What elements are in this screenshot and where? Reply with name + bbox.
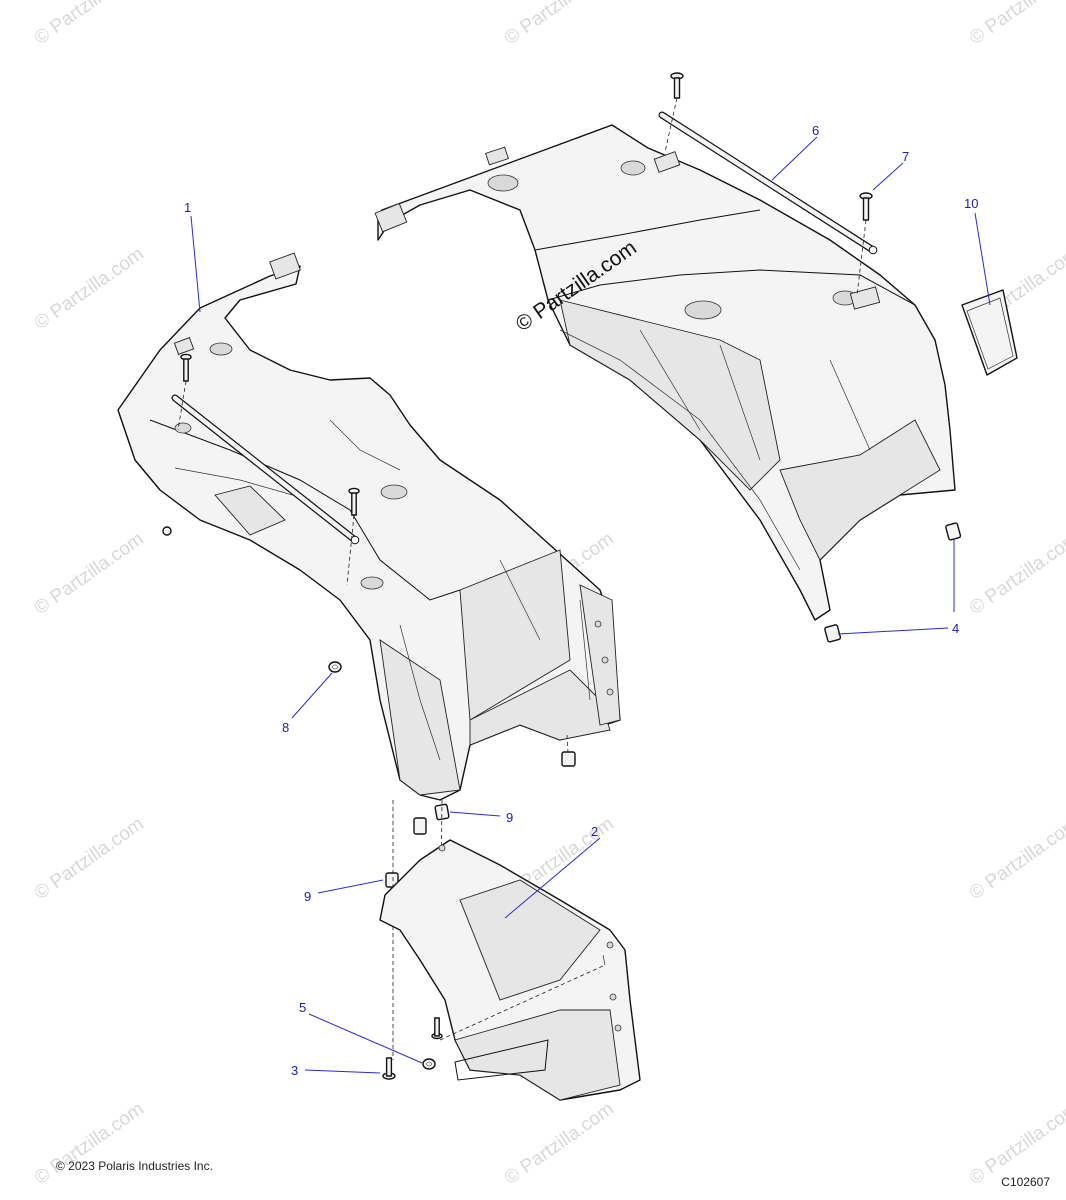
callout-9-upper[interactable]: 9 <box>506 810 513 825</box>
callout-1[interactable]: 1 <box>184 200 191 215</box>
nut-small <box>162 526 172 536</box>
callout-6[interactable]: 6 <box>812 123 819 138</box>
screw-lower-inner <box>431 1017 443 1040</box>
callout-9-lower[interactable]: 9 <box>304 889 311 904</box>
mount-hole <box>209 342 233 356</box>
clip-9-lower <box>385 872 399 888</box>
mount-hole <box>380 484 408 500</box>
screw-left-lower <box>346 487 360 586</box>
callout-4[interactable]: 4 <box>952 621 959 636</box>
screw-7 <box>856 192 873 296</box>
mount-hole <box>174 422 192 434</box>
clip-4-upper <box>945 522 962 541</box>
nut-5 <box>422 1058 436 1070</box>
callout-3[interactable]: 3 <box>291 1063 298 1078</box>
support-rod-left <box>171 394 360 545</box>
right-body-panel <box>374 124 956 621</box>
screw-3 <box>382 1057 396 1080</box>
lower-close-off-panel <box>379 839 641 1101</box>
callout-7[interactable]: 7 <box>902 149 909 164</box>
watermark: © Partzilla.com <box>31 0 148 49</box>
mount-hole <box>360 576 384 590</box>
support-rod-right <box>658 111 878 255</box>
clip-9-upper <box>434 803 450 821</box>
copyright-text: © 2023 Polaris Industries Inc. <box>56 1159 213 1173</box>
screw-left-upper <box>177 353 192 431</box>
callout-2[interactable]: 2 <box>591 824 598 839</box>
watermark: © Partzilla.com <box>966 813 1066 904</box>
clip-right-of-panel <box>561 751 576 767</box>
callout-5[interactable]: 5 <box>299 1000 306 1015</box>
callout-8[interactable]: 8 <box>282 720 289 735</box>
left-body-panel <box>117 252 621 801</box>
callout-labels: 1 2 3 4 5 6 7 8 9 9 10 <box>184 123 978 1078</box>
watermark: © Partzilla.com <box>966 0 1066 49</box>
diagram-code: C102607 <box>1001 1175 1050 1189</box>
watermark: © Partzilla.com <box>966 528 1066 619</box>
mount-hole <box>620 160 646 176</box>
leader-lines <box>190 136 991 1074</box>
screw-top <box>664 72 684 153</box>
mount-hole <box>684 300 722 320</box>
watermark: © Partzilla.com <box>31 813 148 904</box>
clip-4-lower <box>824 624 842 643</box>
watermark: © Partzilla.com <box>31 1098 148 1189</box>
clip-9-mid <box>413 817 427 835</box>
watermark: © Partzilla.com <box>31 528 148 619</box>
nut-8 <box>328 661 342 673</box>
watermark: © Partzilla.com <box>501 0 618 49</box>
callout-10[interactable]: 10 <box>964 196 978 211</box>
mount-hole <box>487 174 519 192</box>
watermark: © Partzilla.com <box>31 243 148 334</box>
watermark: © Partzilla.com <box>501 1098 618 1189</box>
decal-10 <box>961 289 1018 376</box>
